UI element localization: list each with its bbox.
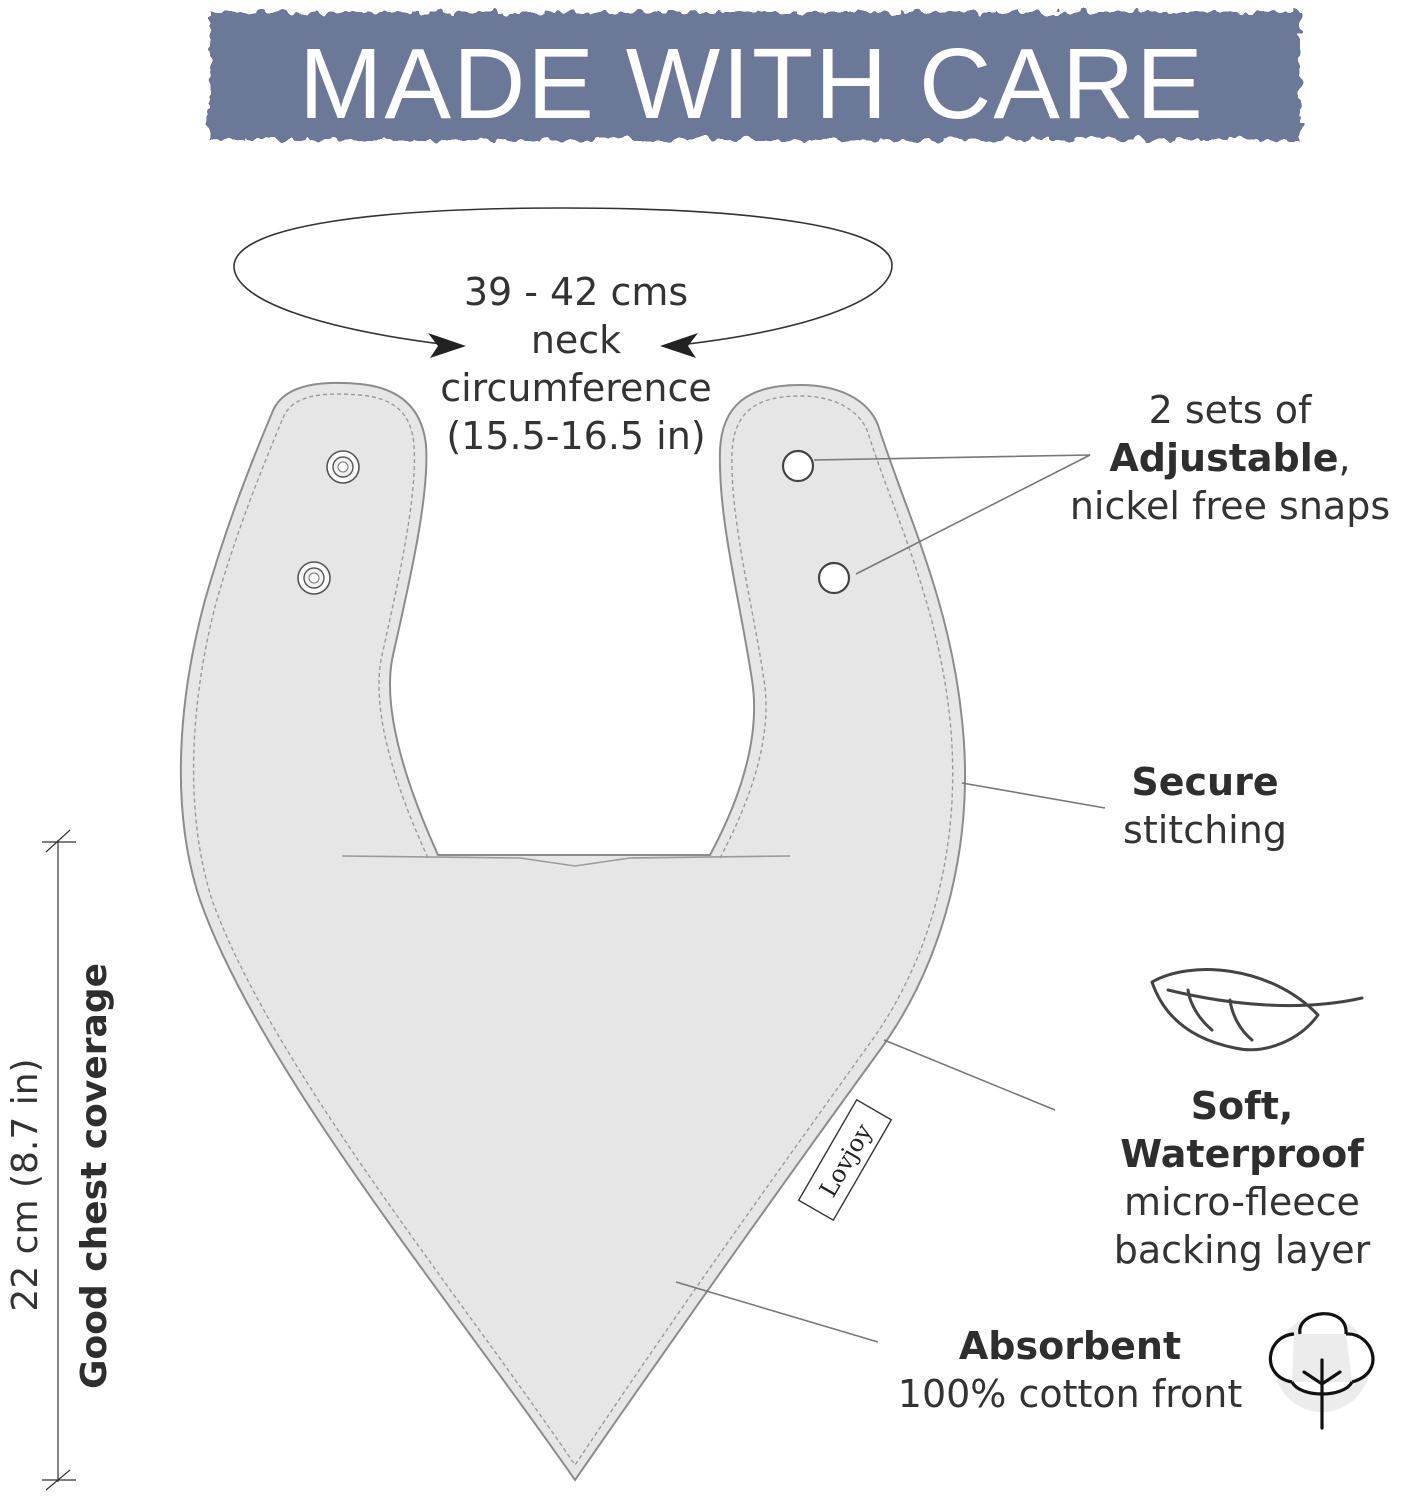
neck-measure-line2: neck xyxy=(530,318,622,362)
backing-bold: Soft, Waterproof xyxy=(1120,1084,1364,1176)
coverage-measure-label: 22 cm (8.7 in) xyxy=(5,1058,46,1311)
neck-measure-line1: 39 - 42 cms xyxy=(463,270,689,314)
cotton-flower-icon xyxy=(1268,1312,1375,1430)
snaps-line2: Adjustable, xyxy=(1060,434,1400,482)
neck-arrow-right-icon xyxy=(660,333,698,358)
stitching-leader-line xyxy=(961,782,1106,809)
backing-line3: backing layer xyxy=(1113,1228,1371,1272)
neck-measure-line3: circumference xyxy=(440,366,712,410)
coverage-title: Good chest coverage xyxy=(74,963,115,1389)
snaps-line1: 2 sets of xyxy=(1148,388,1312,432)
snap-left-top-icon xyxy=(326,450,360,484)
front-bold: Absorbent xyxy=(958,1324,1182,1368)
backing-line2: micro-fleece xyxy=(1124,1180,1360,1224)
snap-left-bottom-icon xyxy=(297,561,331,595)
snaps-line3: nickel free snaps xyxy=(1069,484,1391,528)
banner-title: MADE WITH CARE xyxy=(299,28,1205,140)
backing-label: Soft, Waterproof micro-fleece backing la… xyxy=(1080,1082,1404,1274)
neck-arrow-left-icon xyxy=(428,333,466,358)
stitching-label: Secure stitching xyxy=(1080,758,1330,854)
snaps-leader-line xyxy=(813,454,1091,575)
front-label: Absorbent 100% cotton front xyxy=(880,1322,1260,1418)
snap-right-top-icon xyxy=(781,449,815,483)
stitching-line2: stitching xyxy=(1123,808,1287,852)
leaf-icon xyxy=(1150,968,1364,1052)
coverage-dimension-line xyxy=(42,829,76,1491)
front-leader-line xyxy=(675,1281,879,1343)
bib-body xyxy=(179,381,966,1482)
snaps-label: 2 sets of Adjustable, nickel free snaps xyxy=(1060,386,1400,530)
stitching-bold: Secure xyxy=(1131,760,1279,804)
snaps-bold: Adjustable xyxy=(1109,436,1339,480)
banner-background xyxy=(210,12,1300,140)
bib-stitching xyxy=(192,393,954,1467)
snap-right-bottom-icon xyxy=(817,561,851,595)
neck-measure-loop xyxy=(233,207,893,347)
neck-measure-label: 39 - 42 cms neck circumference (15.5-16.… xyxy=(400,268,752,460)
snaps-bold-suffix: , xyxy=(1338,436,1351,480)
neck-measure-line4: (15.5-16.5 in) xyxy=(446,414,706,458)
backing-leader-line xyxy=(883,1039,1056,1111)
bib-seam xyxy=(341,855,791,867)
front-line2: 100% cotton front xyxy=(897,1372,1243,1416)
